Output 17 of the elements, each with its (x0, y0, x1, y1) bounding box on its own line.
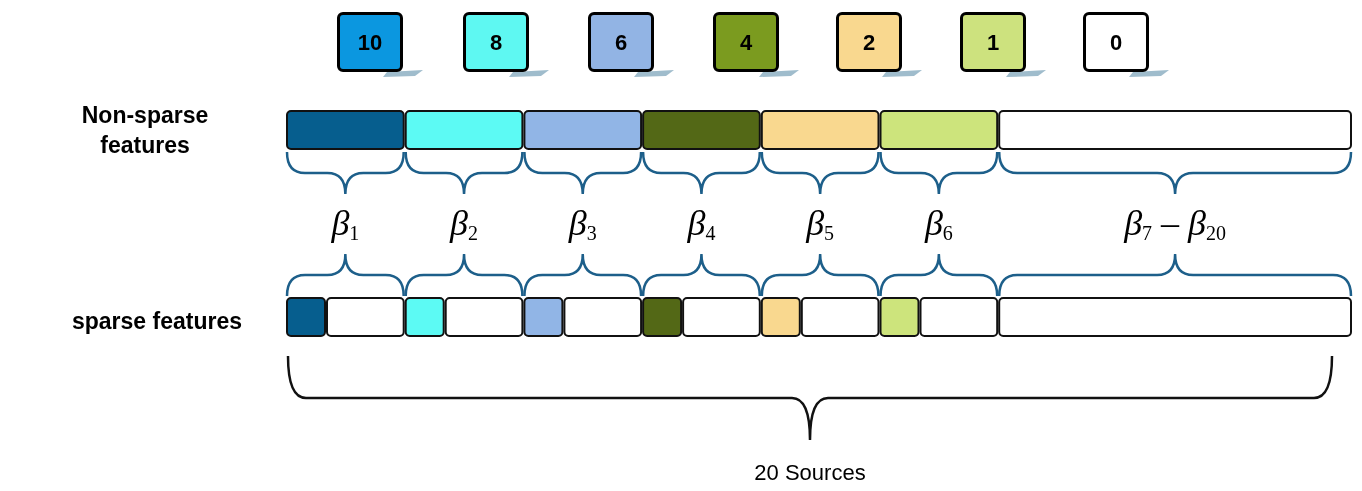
legend-swatch: 10 (337, 12, 403, 72)
coefficient-label: β$_{1}$ (330, 202, 361, 246)
coefficient-label: β$_{6}$ (923, 202, 954, 246)
legend-swatch: 1 (960, 12, 1026, 72)
legend-swatch: 4 (713, 12, 779, 72)
row-label: sparse features (70, 307, 242, 336)
coefficient-label: β$_{7}$ – β$_{20}$ (1122, 202, 1228, 246)
total-label: 20 Sources (753, 459, 867, 487)
coefficient-label: β$_{2}$ (448, 202, 479, 246)
coefficient-label: β$_{5}$ (804, 202, 836, 246)
legend-swatch: 0 (1083, 12, 1149, 72)
legend-swatch: 8 (463, 12, 529, 72)
coefficient-label: β$_{3}$ (567, 202, 598, 246)
legend-swatch: 6 (588, 12, 654, 72)
legend-swatch: 2 (836, 12, 902, 72)
row-label: Non-sparse features (80, 101, 210, 160)
coefficient-label: β$_{4}$ (686, 202, 717, 246)
